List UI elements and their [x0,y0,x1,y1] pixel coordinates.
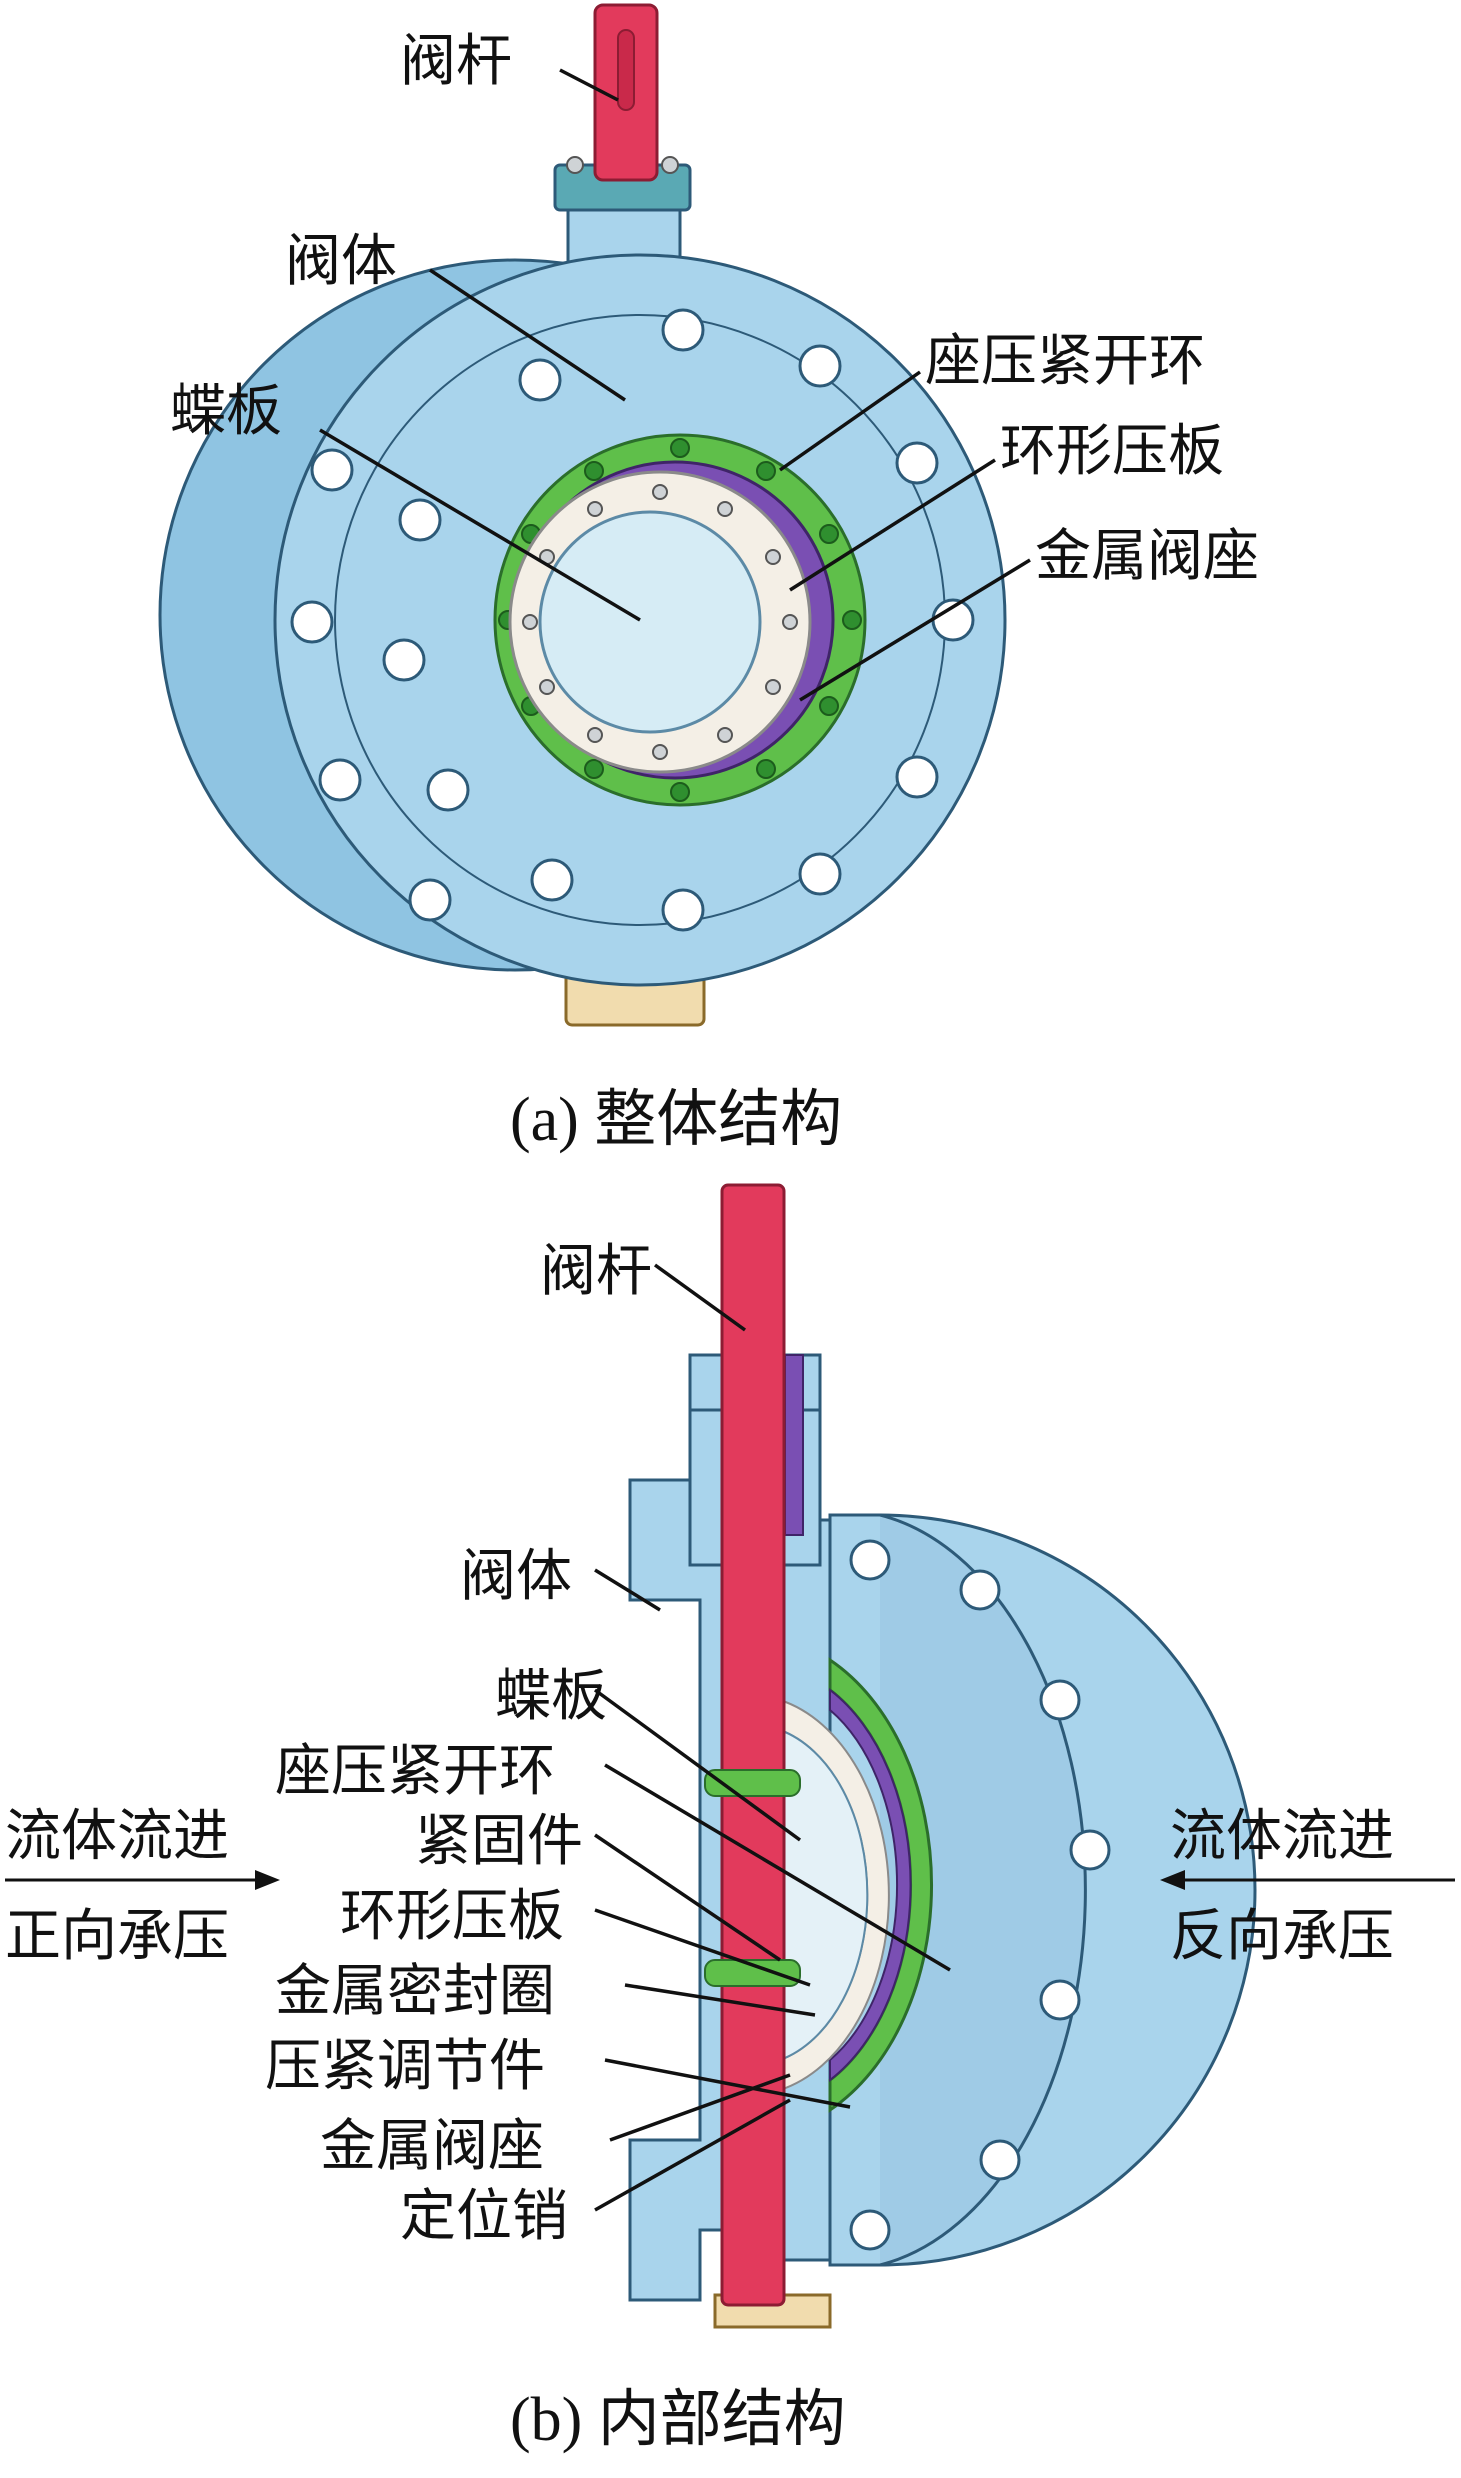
label-b-disc: 蝶板 [495,1664,607,1729]
figure-a-leaders [319,68,1031,702]
section-flange-holes [849,1539,1111,2251]
label-a-stem: 阀杆 [400,29,512,94]
flow-right-line1: 流体流进 [1170,1804,1394,1869]
section-clamp-lower [704,1959,801,1987]
flow-arrow-right [1160,1870,1455,1890]
label-b-fastener: 紧固件 [415,1809,583,1874]
figure-b-leaders [593,1263,951,2212]
caption-b: (b) 内部结构 [510,2386,846,2454]
flange-bolt-holes [290,308,975,932]
label-b-metal-seat: 金属阀座 [320,2114,544,2179]
label-b-locating-pin: 定位销 [400,2184,568,2249]
label-b-seat-split-ring: 座压紧开环 [275,1739,555,1804]
figure-a-assembly [158,3,1007,1027]
caption-a: (a) 整体结构 [510,1086,842,1154]
label-a-body: 阀体 [285,229,397,294]
label-a-seat-split-ring: 座压紧开环 [925,329,1205,394]
label-b-stem: 阀杆 [540,1239,652,1304]
flow-right-line2: 反向承压 [1170,1904,1394,1969]
section-metal-seat [829,1687,912,2083]
label-a-ring-plate: 环形压板 [1000,419,1224,484]
figure-b-assembly [628,1183,1257,2329]
section-gland-bolt [784,1354,804,1536]
butterfly-disc [538,510,762,734]
label-a-metal-seat: 金属阀座 [1035,524,1259,589]
flow-left-line2: 正向承压 [5,1904,229,1969]
flow-left-line1: 流体流进 [5,1804,229,1869]
label-b-body: 阀体 [460,1544,572,1609]
label-a-disc: 蝶板 [170,379,282,444]
label-b-ring-plate: 环形压板 [340,1884,564,1949]
stem-keyway [617,29,635,111]
label-b-adjuster: 压紧调节件 [265,2034,545,2099]
section-stem [720,1183,786,2307]
ring-plate-screws [522,484,798,760]
flow-arrow-left [5,1870,280,1890]
label-b-metal-seal-ring: 金属密封圈 [275,1959,555,2024]
